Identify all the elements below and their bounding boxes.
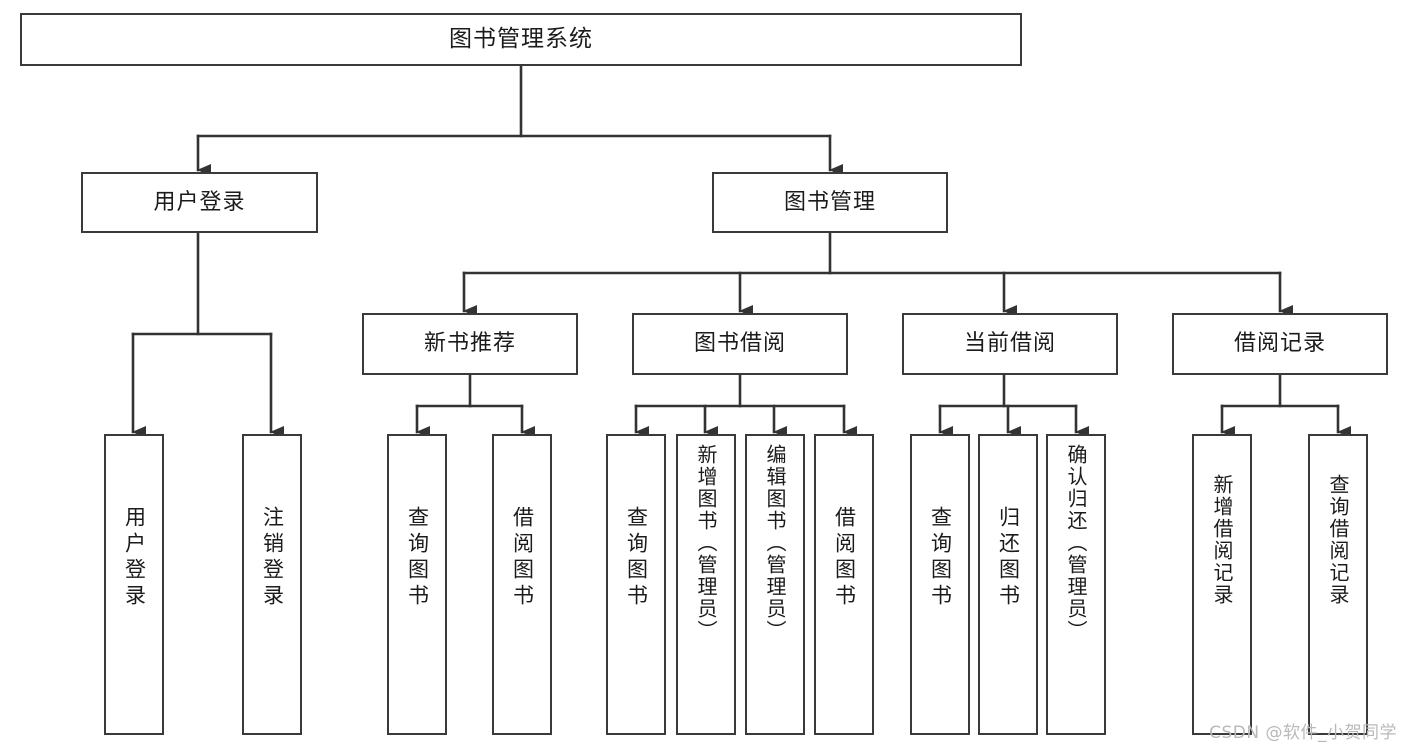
node-current-borrow[interactable]: 当前借阅 [902, 313, 1118, 375]
node-leaf-borrow-book-1[interactable]: 借阅图书 [492, 434, 552, 735]
node-leaf-confirm-return[interactable]: 确认归还（管理员） [1046, 434, 1106, 735]
node-label: 图书管理系统 [449, 25, 593, 52]
node-leaf-logout[interactable]: 注销登录 [242, 434, 302, 735]
node-label: 新增图书（管理员） [694, 444, 718, 642]
node-label: 查询图书 [624, 506, 649, 610]
node-root-system[interactable]: 图书管理系统 [20, 13, 1022, 66]
node-label: 查询图书 [928, 506, 953, 610]
node-label: 借阅图书 [510, 506, 535, 610]
node-label: 借阅记录 [1233, 331, 1326, 357]
node-book-borrow[interactable]: 图书借阅 [632, 313, 848, 375]
node-label: 确认归还（管理员） [1064, 444, 1088, 642]
node-leaf-user-login[interactable]: 用户登录 [104, 434, 164, 735]
node-borrow-record[interactable]: 借阅记录 [1172, 313, 1388, 375]
node-label: 查询借阅记录 [1326, 474, 1350, 606]
node-user-login[interactable]: 用户登录 [81, 172, 318, 233]
node-leaf-query-book-1[interactable]: 查询图书 [387, 434, 447, 735]
node-label: 归还图书 [996, 506, 1021, 610]
node-label: 新书推荐 [423, 331, 516, 357]
node-book-manage[interactable]: 图书管理 [712, 172, 948, 233]
node-label: 用户登录 [122, 506, 147, 610]
node-label: 编辑图书（管理员） [763, 444, 787, 642]
node-label: 新增借阅记录 [1210, 474, 1234, 606]
node-label: 用户登录 [153, 189, 246, 215]
node-label: 图书管理 [783, 189, 876, 215]
node-leaf-query-book-2[interactable]: 查询图书 [606, 434, 666, 735]
node-leaf-query-book-3[interactable]: 查询图书 [910, 434, 970, 735]
node-label: 借阅图书 [832, 506, 857, 610]
node-leaf-edit-book[interactable]: 编辑图书（管理员） [745, 434, 805, 735]
node-label: 图书借阅 [693, 331, 786, 357]
node-leaf-borrow-book-2[interactable]: 借阅图书 [814, 434, 874, 735]
node-leaf-return-book[interactable]: 归还图书 [978, 434, 1038, 735]
node-label: 注销登录 [260, 506, 285, 610]
node-label: 查询图书 [405, 506, 430, 610]
node-leaf-query-record[interactable]: 查询借阅记录 [1308, 434, 1368, 735]
node-leaf-add-book[interactable]: 新增图书（管理员） [676, 434, 736, 735]
watermark-text: CSDN @软件_小贺同学 [1209, 723, 1397, 743]
node-label: 当前借阅 [963, 331, 1056, 357]
node-new-book-recommend[interactable]: 新书推荐 [362, 313, 578, 375]
node-leaf-add-record[interactable]: 新增借阅记录 [1192, 434, 1252, 735]
